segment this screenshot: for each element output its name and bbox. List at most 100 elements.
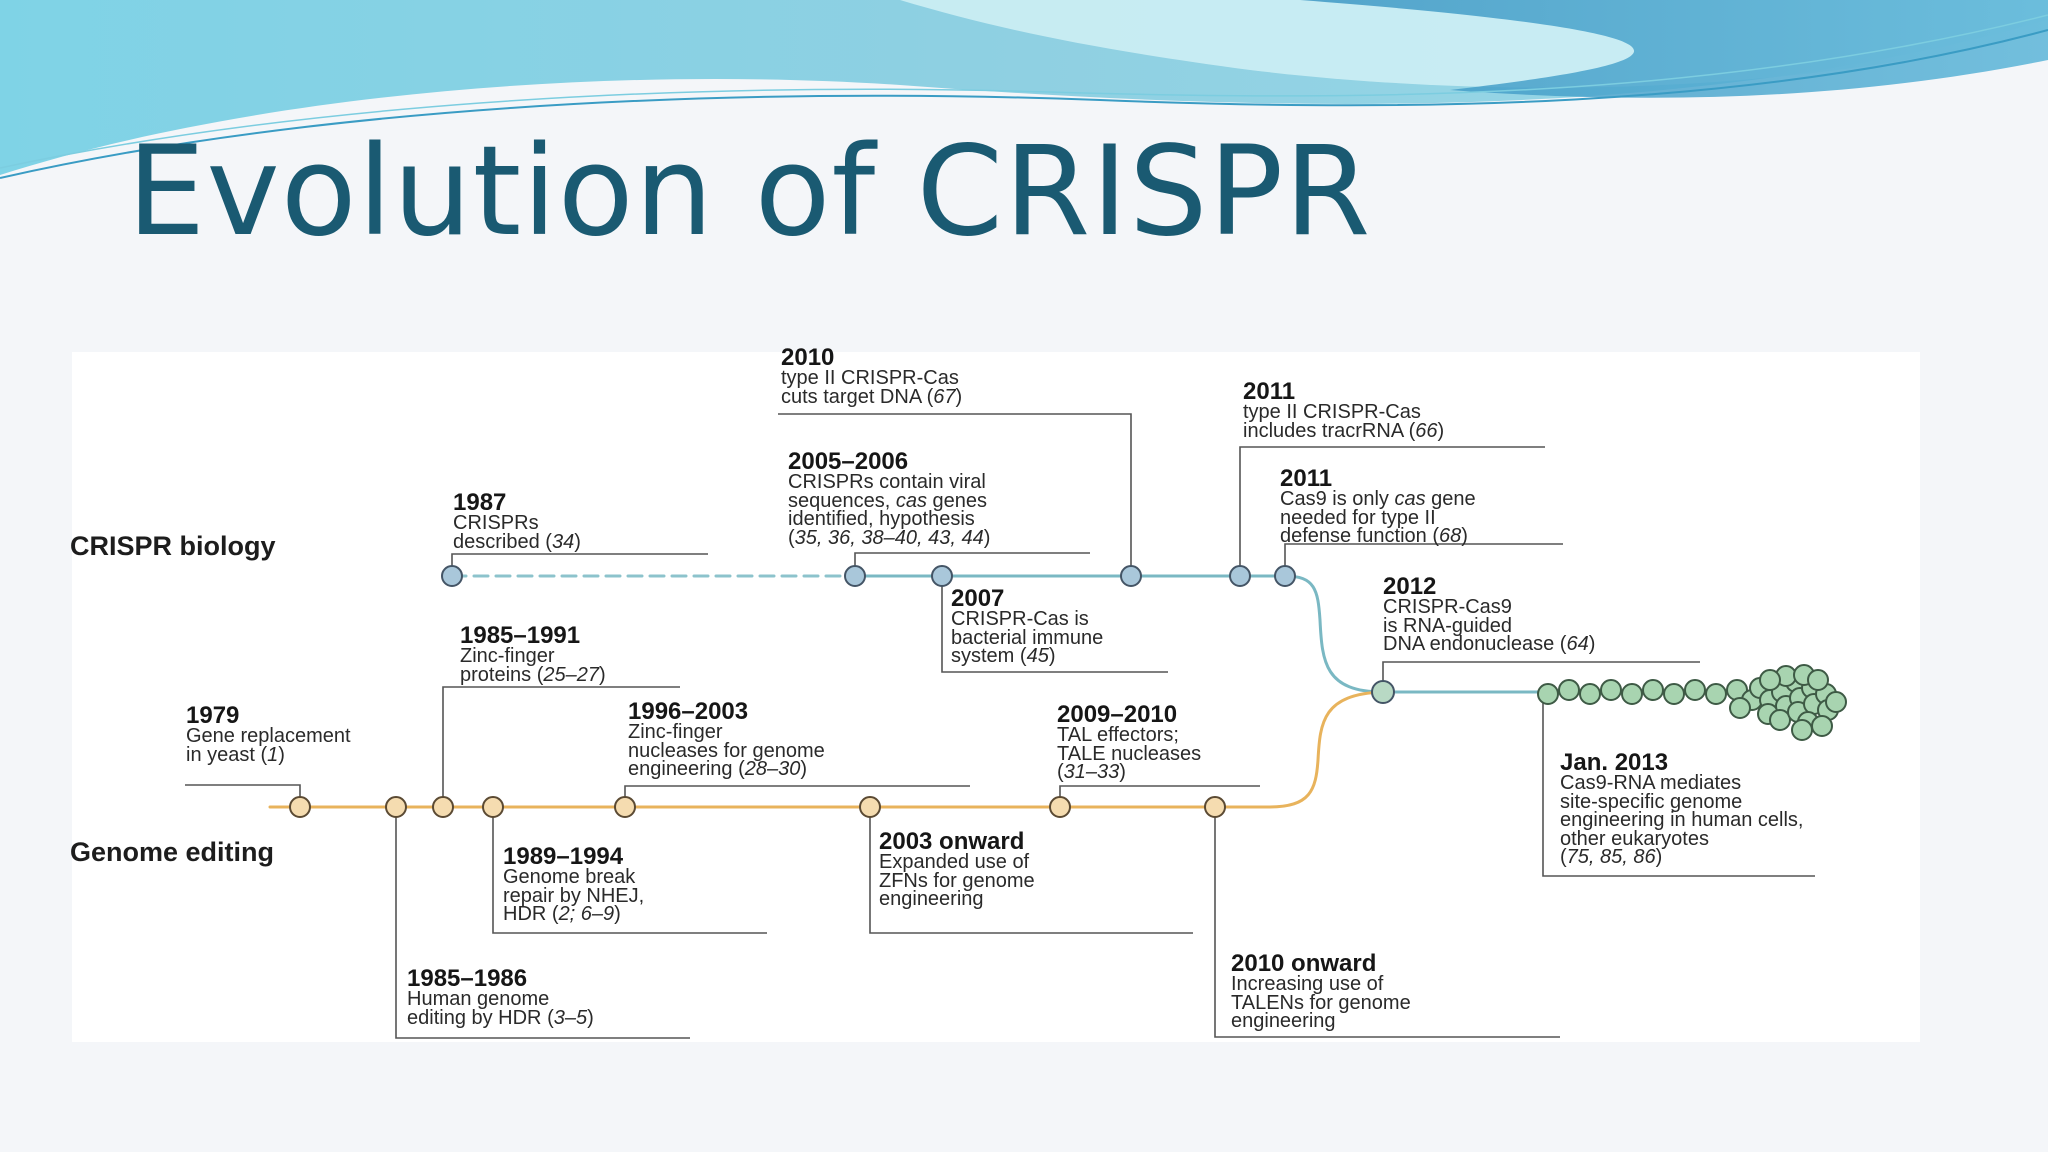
slide-title: Evolution of CRISPR: [127, 120, 1372, 264]
entry-description-line: nucleases for genome: [628, 739, 825, 762]
cluster-node: [1811, 715, 1833, 737]
entry-year: 2009–2010: [1057, 701, 1178, 728]
entry-description-line: proteins (25–27): [460, 663, 606, 686]
entry-year: 1985–1991: [460, 622, 581, 649]
entry-description-line: engineering: [879, 888, 984, 910]
entry-description-line: cuts target DNA (67): [781, 385, 963, 408]
entry-description-line: Cas9-RNA mediates: [1560, 772, 1742, 794]
callout-line: [1542, 700, 1815, 877]
entry-description-line: (75, 85, 86): [1560, 846, 1663, 868]
entry-description-line: site-specific genome: [1560, 790, 1743, 813]
timeline-node: [1229, 565, 1251, 587]
entry-description-line: CRISPRs: [453, 512, 539, 534]
callout-line: [395, 815, 690, 1039]
cluster-node: [1579, 683, 1601, 705]
header-wave-banner: [0, 0, 2048, 179]
entry-description-line: type II CRISPR-Cas: [781, 367, 959, 389]
cluster-node: [1558, 679, 1580, 701]
entry-description-line: DNA endonuclease (64): [1383, 633, 1596, 655]
entry-year: 2005–2006: [788, 448, 909, 475]
timeline-node: [1120, 565, 1142, 587]
entry-year: 1989–1994: [503, 843, 624, 870]
node-cluster: [1537, 664, 1847, 741]
crispr-biology-label: CRISPR biology: [70, 531, 276, 561]
cluster-node: [1663, 683, 1685, 705]
genome-track: [268, 690, 1385, 809]
entry-description-line: ZFNs for genome: [879, 869, 1035, 892]
entry-description-line: described (34): [453, 530, 581, 553]
entry-description-line: Genome break: [503, 866, 636, 888]
entry-description-line: other eukaryotes: [1560, 827, 1709, 850]
timeline-node: [1274, 565, 1296, 587]
entry-description-line: engineering: [1231, 1010, 1336, 1032]
cluster-node: [1769, 709, 1791, 731]
entry-description-line: engineering (28–30): [628, 758, 808, 780]
entry-description-line: (31–33): [1057, 761, 1126, 783]
callout-line: [854, 552, 1090, 568]
callout-line: [624, 785, 970, 800]
callout-line: [185, 784, 301, 800]
timeline-node: [289, 796, 311, 818]
timeline-node: [1049, 796, 1071, 818]
cluster-node: [1642, 679, 1664, 701]
entry-description-line: engineering in human cells,: [1560, 809, 1804, 831]
timeline-node: [385, 796, 407, 818]
cluster-node: [1759, 669, 1781, 691]
timeline-node: [931, 565, 953, 587]
crispr-track: [853, 574, 1547, 694]
cluster-node: [1600, 679, 1622, 701]
callout-line: [1284, 543, 1563, 568]
callout-line: [941, 584, 1168, 673]
entry-year: 2011: [1243, 378, 1296, 405]
cluster-node: [1537, 683, 1559, 705]
callout-line: [1059, 785, 1260, 800]
cluster-node: [1807, 669, 1829, 691]
cluster-node: [1729, 697, 1751, 719]
timeline-node: [1204, 796, 1226, 818]
entry-description-line: type II CRISPR-Cas: [1243, 401, 1421, 423]
callout-line: [1382, 661, 1700, 684]
entry-year: 1985–1986: [407, 965, 528, 992]
genome-editing-label: Genome editing: [70, 837, 275, 867]
callout-line: [451, 553, 708, 568]
entry-description-line: Human genome: [407, 988, 550, 1010]
cluster-node: [1791, 719, 1813, 741]
entry-description-line: TAL effectors;: [1057, 724, 1179, 746]
entry-year: 1996–2003: [628, 698, 749, 725]
entry-year: 2010 onward: [1231, 950, 1377, 977]
entry-description-line: needed for type II: [1280, 506, 1436, 529]
entry-description-line: is RNA-guided: [1383, 614, 1512, 637]
entry-description-line: TALE nucleases: [1057, 742, 1202, 765]
entry-year: 1987: [453, 489, 507, 516]
timeline-node: [614, 796, 636, 818]
cluster-node: [1684, 679, 1706, 701]
entry-description-line: in yeast (1): [186, 743, 285, 766]
entry-description-line: bacterial immune: [951, 626, 1104, 649]
entry-description-line: includes tracrRNA (66): [1243, 419, 1445, 442]
entry-description-line: Zinc-finger: [628, 721, 723, 743]
timeline-node: [482, 796, 504, 818]
cluster-node: [1621, 683, 1643, 705]
cluster-node: [1705, 683, 1727, 705]
entry-description-line: identified, hypothesis: [788, 508, 975, 530]
timeline-node: [441, 565, 463, 587]
timeline-node: [844, 565, 866, 587]
callout-line: [492, 815, 767, 934]
timeline-node: [859, 796, 881, 818]
entry-description-line: repair by NHEJ,: [503, 884, 645, 907]
entry-description-line: editing by HDR (3–5): [407, 1006, 594, 1029]
callout-line: [778, 413, 1132, 568]
callout-line: [1239, 446, 1545, 568]
entry-description-line: Cas9 is only cas gene: [1280, 488, 1476, 510]
entry-description-line: CRISPR-Cas is: [951, 608, 1089, 630]
entry-description-line: (35, 36, 38–40, 43, 44): [788, 526, 991, 549]
